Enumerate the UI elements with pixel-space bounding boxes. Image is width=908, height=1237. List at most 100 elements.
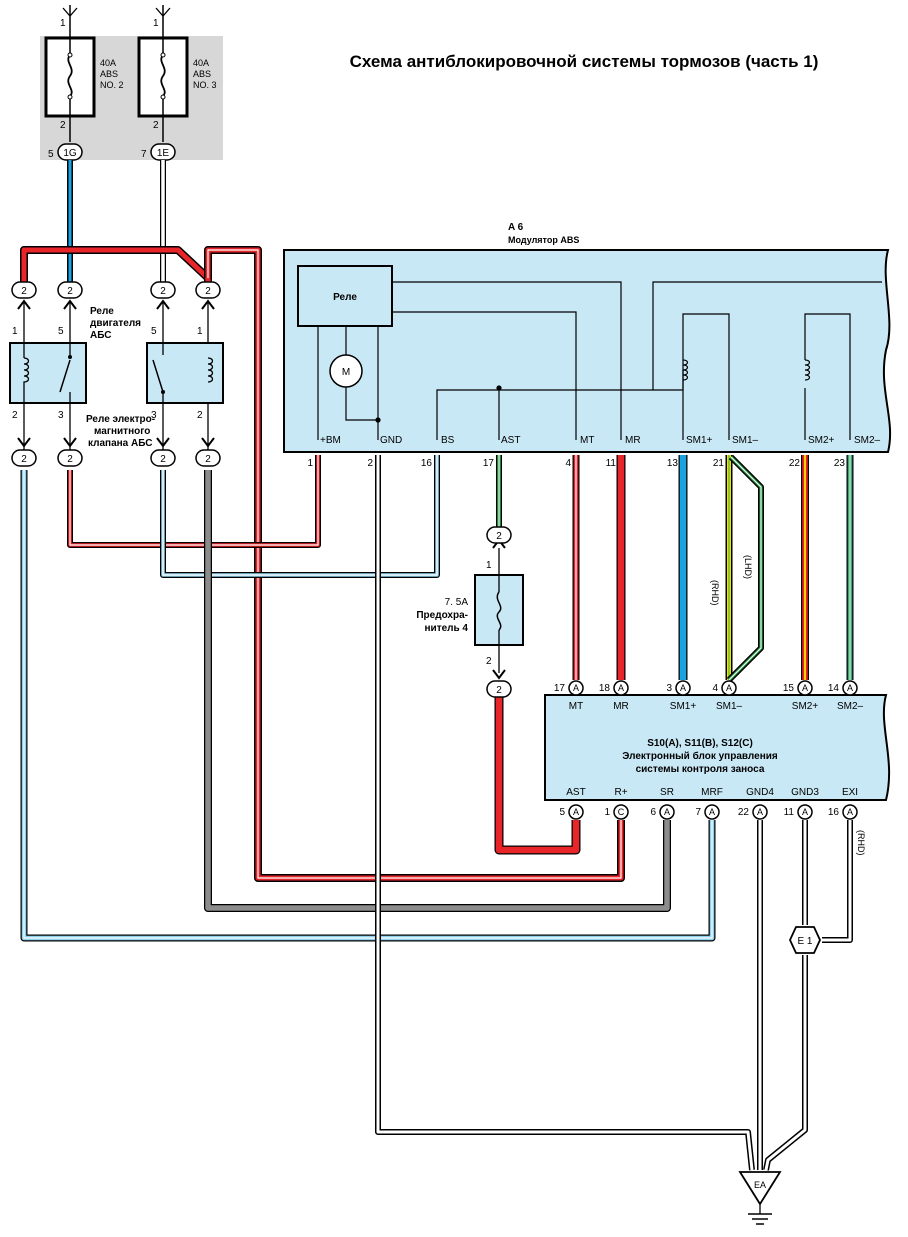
svg-text:17: 17 (554, 683, 566, 694)
svg-text:SM1+: SM1+ (686, 435, 713, 446)
svg-text:3: 3 (666, 683, 672, 694)
svg-text:A: A (664, 807, 670, 817)
svg-text:E 1: E 1 (797, 936, 812, 947)
fuse-abs-no3: 1 2 40A ABS NO. 3 7 1E (137, 5, 217, 161)
svg-text:AST: AST (566, 787, 585, 798)
svg-text:+BM: +BM (320, 435, 341, 446)
svg-text:клапана АБС: клапана АБС (88, 438, 153, 449)
svg-text:A: A (680, 683, 686, 693)
svg-text:1: 1 (486, 560, 492, 571)
svg-text:3: 3 (151, 410, 157, 421)
conn-bot-2: 2 (57, 437, 83, 467)
svg-text:7: 7 (141, 149, 147, 160)
svg-text:SM2–: SM2– (837, 701, 864, 712)
svg-text:17: 17 (483, 458, 495, 469)
svg-text:SM1–: SM1– (716, 701, 743, 712)
svg-text:A: A (757, 807, 763, 817)
svg-text:EA: EA (754, 1180, 766, 1190)
rhd-note: (RHD) (710, 580, 720, 606)
svg-text:40A: 40A (193, 58, 209, 68)
svg-text:Реле: Реле (333, 292, 357, 303)
svg-text:18: 18 (599, 683, 611, 694)
abs-modulator: A 6 Модулятор ABS Реле M (283, 222, 892, 469)
svg-text:2: 2 (496, 685, 502, 696)
svg-text:1: 1 (153, 18, 159, 29)
svg-text:магнитного: магнитного (94, 426, 150, 437)
svg-text:GND4: GND4 (746, 787, 774, 798)
svg-text:A: A (573, 807, 579, 817)
svg-text:NO. 2: NO. 2 (100, 80, 124, 90)
svg-text:MR: MR (625, 435, 641, 446)
ground-e1: E 1 (789, 926, 821, 954)
svg-text:Модулятор ABS: Модулятор ABS (508, 235, 579, 245)
svg-text:22: 22 (789, 458, 801, 469)
svg-text:2: 2 (197, 410, 203, 421)
svg-text:A: A (802, 683, 808, 693)
svg-text:1E: 1E (157, 148, 170, 159)
svg-text:3: 3 (58, 410, 64, 421)
svg-text:SM1+: SM1+ (670, 701, 697, 712)
conn-top-1: 2 (11, 281, 37, 310)
svg-text:Электронный блок управления: Электронный блок управления (622, 750, 778, 762)
svg-text:нитель 4: нитель 4 (425, 623, 469, 634)
svg-text:13: 13 (667, 458, 679, 469)
svg-text:SM2+: SM2+ (808, 435, 835, 446)
svg-text:A: A (573, 683, 579, 693)
svg-text:A: A (802, 807, 808, 817)
svg-text:2: 2 (160, 286, 166, 297)
svg-text:2: 2 (205, 454, 211, 465)
modulator-relay (297, 265, 393, 327)
svg-text:11: 11 (784, 807, 795, 818)
page-title: Схема антиблокировочной системы тормозов… (350, 52, 819, 71)
conn-bot-3: 2 (150, 437, 176, 467)
svg-text:21: 21 (713, 458, 725, 469)
svg-text:7: 7 (695, 807, 701, 818)
ecu-top-terminals: 17 A MT 18 A MR 3 A SM1+ 4 A SM1– 15 A S… (554, 680, 864, 712)
skid-control-ecu: S10(A), S11(B), S12(C) Электронный блок … (544, 680, 891, 820)
ground-ea: EA (738, 1171, 782, 1225)
svg-text:АБС: АБС (90, 330, 112, 341)
svg-text:2: 2 (486, 656, 492, 667)
svg-text:SM2+: SM2+ (792, 701, 819, 712)
svg-text:M: M (342, 367, 350, 378)
svg-text:SM1–: SM1– (732, 435, 759, 446)
solenoid-relay: 5 1 3 2 Реле электро- магнитного клапана… (86, 302, 224, 453)
svg-text:2: 2 (60, 120, 66, 131)
svg-text:BS: BS (441, 435, 455, 446)
svg-text:MRF: MRF (701, 787, 723, 798)
svg-text:S10(A), S11(B), S12(C): S10(A), S11(B), S12(C) (647, 738, 753, 749)
svg-text:2: 2 (205, 286, 211, 297)
svg-text:2: 2 (367, 458, 373, 469)
svg-text:GND: GND (380, 435, 402, 446)
svg-text:5: 5 (151, 326, 157, 337)
svg-text:A: A (618, 683, 624, 693)
svg-text:2: 2 (67, 286, 73, 297)
svg-text:5: 5 (58, 326, 64, 337)
motor-relay: 1 5 2 3 Реле двигателя АБС (9, 302, 141, 453)
svg-text:MT: MT (569, 701, 583, 712)
svg-text:2: 2 (21, 286, 27, 297)
svg-text:Реле электро-: Реле электро- (86, 414, 155, 425)
svg-text:22: 22 (738, 807, 750, 818)
relay-connectors: 2 2 2 2 2 2 2 (11, 281, 221, 467)
svg-text:SM2–: SM2– (854, 435, 881, 446)
svg-text:A: A (709, 807, 715, 817)
conn-top-4: 2 (195, 281, 221, 310)
svg-text:40A: 40A (100, 58, 116, 68)
svg-text:EXI: EXI (842, 787, 858, 798)
svg-text:4: 4 (565, 458, 571, 469)
svg-text:A: A (726, 683, 732, 693)
ecu-bottom-terminals: AST 5 A R+ 1 C SR 6 A MRF 7 A GND4 22 A … (559, 787, 858, 820)
conn-bot-4: 2 (195, 437, 221, 467)
svg-text:2: 2 (21, 454, 27, 465)
svg-text:ABS: ABS (100, 69, 118, 79)
svg-text:A 6: A 6 (508, 222, 524, 233)
svg-text:23: 23 (834, 458, 846, 469)
svg-text:2: 2 (67, 454, 73, 465)
svg-text:1: 1 (60, 18, 66, 29)
svg-text:16: 16 (828, 807, 840, 818)
svg-text:R+: R+ (614, 787, 627, 798)
svg-text:1: 1 (307, 458, 313, 469)
svg-text:A: A (847, 683, 853, 693)
